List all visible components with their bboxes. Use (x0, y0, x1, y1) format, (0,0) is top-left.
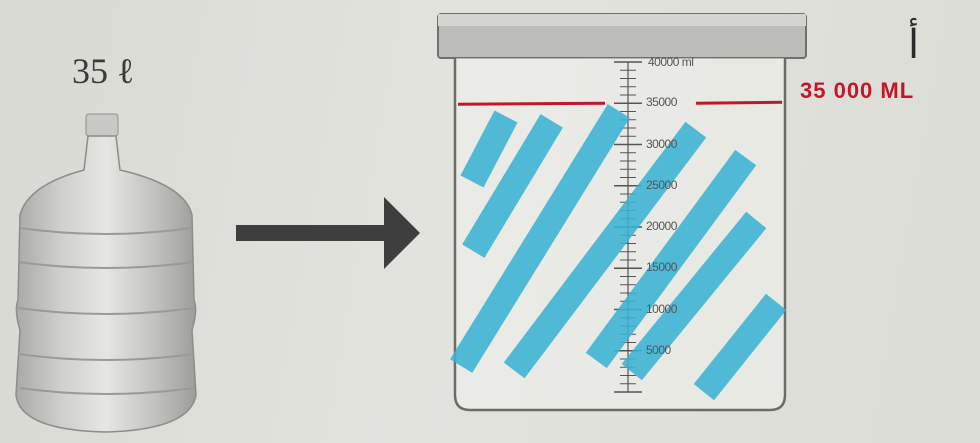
bottle-volume-label: 35 ℓ (72, 51, 135, 91)
scale-label: 30000 (646, 136, 677, 151)
scale-label: 15000 (646, 260, 677, 275)
blue-highlight-marks (450, 104, 787, 401)
scale-label: 5000 (646, 342, 671, 357)
answer-annotation: 35 000 ML (800, 78, 915, 103)
scale-label: 25000 (646, 177, 677, 192)
scale-label: 35000 (646, 95, 677, 110)
highlight-stroke (693, 293, 787, 401)
highlight-stroke (621, 211, 767, 381)
highlight-stroke (503, 121, 707, 379)
capacity-label: 40000 ml (648, 55, 694, 69)
fill-level-line (457, 100, 783, 106)
highlight-stroke (460, 110, 518, 188)
choice-letter: أ (908, 22, 920, 68)
scale-label: 10000 (646, 301, 677, 316)
highlight-stroke (462, 114, 563, 258)
highlight-stroke (585, 149, 757, 369)
arrow-right-icon (236, 197, 420, 269)
highlight-stroke (450, 104, 630, 373)
scale-label: 20000 (646, 219, 677, 233)
water-bottle-image (15, 113, 197, 433)
